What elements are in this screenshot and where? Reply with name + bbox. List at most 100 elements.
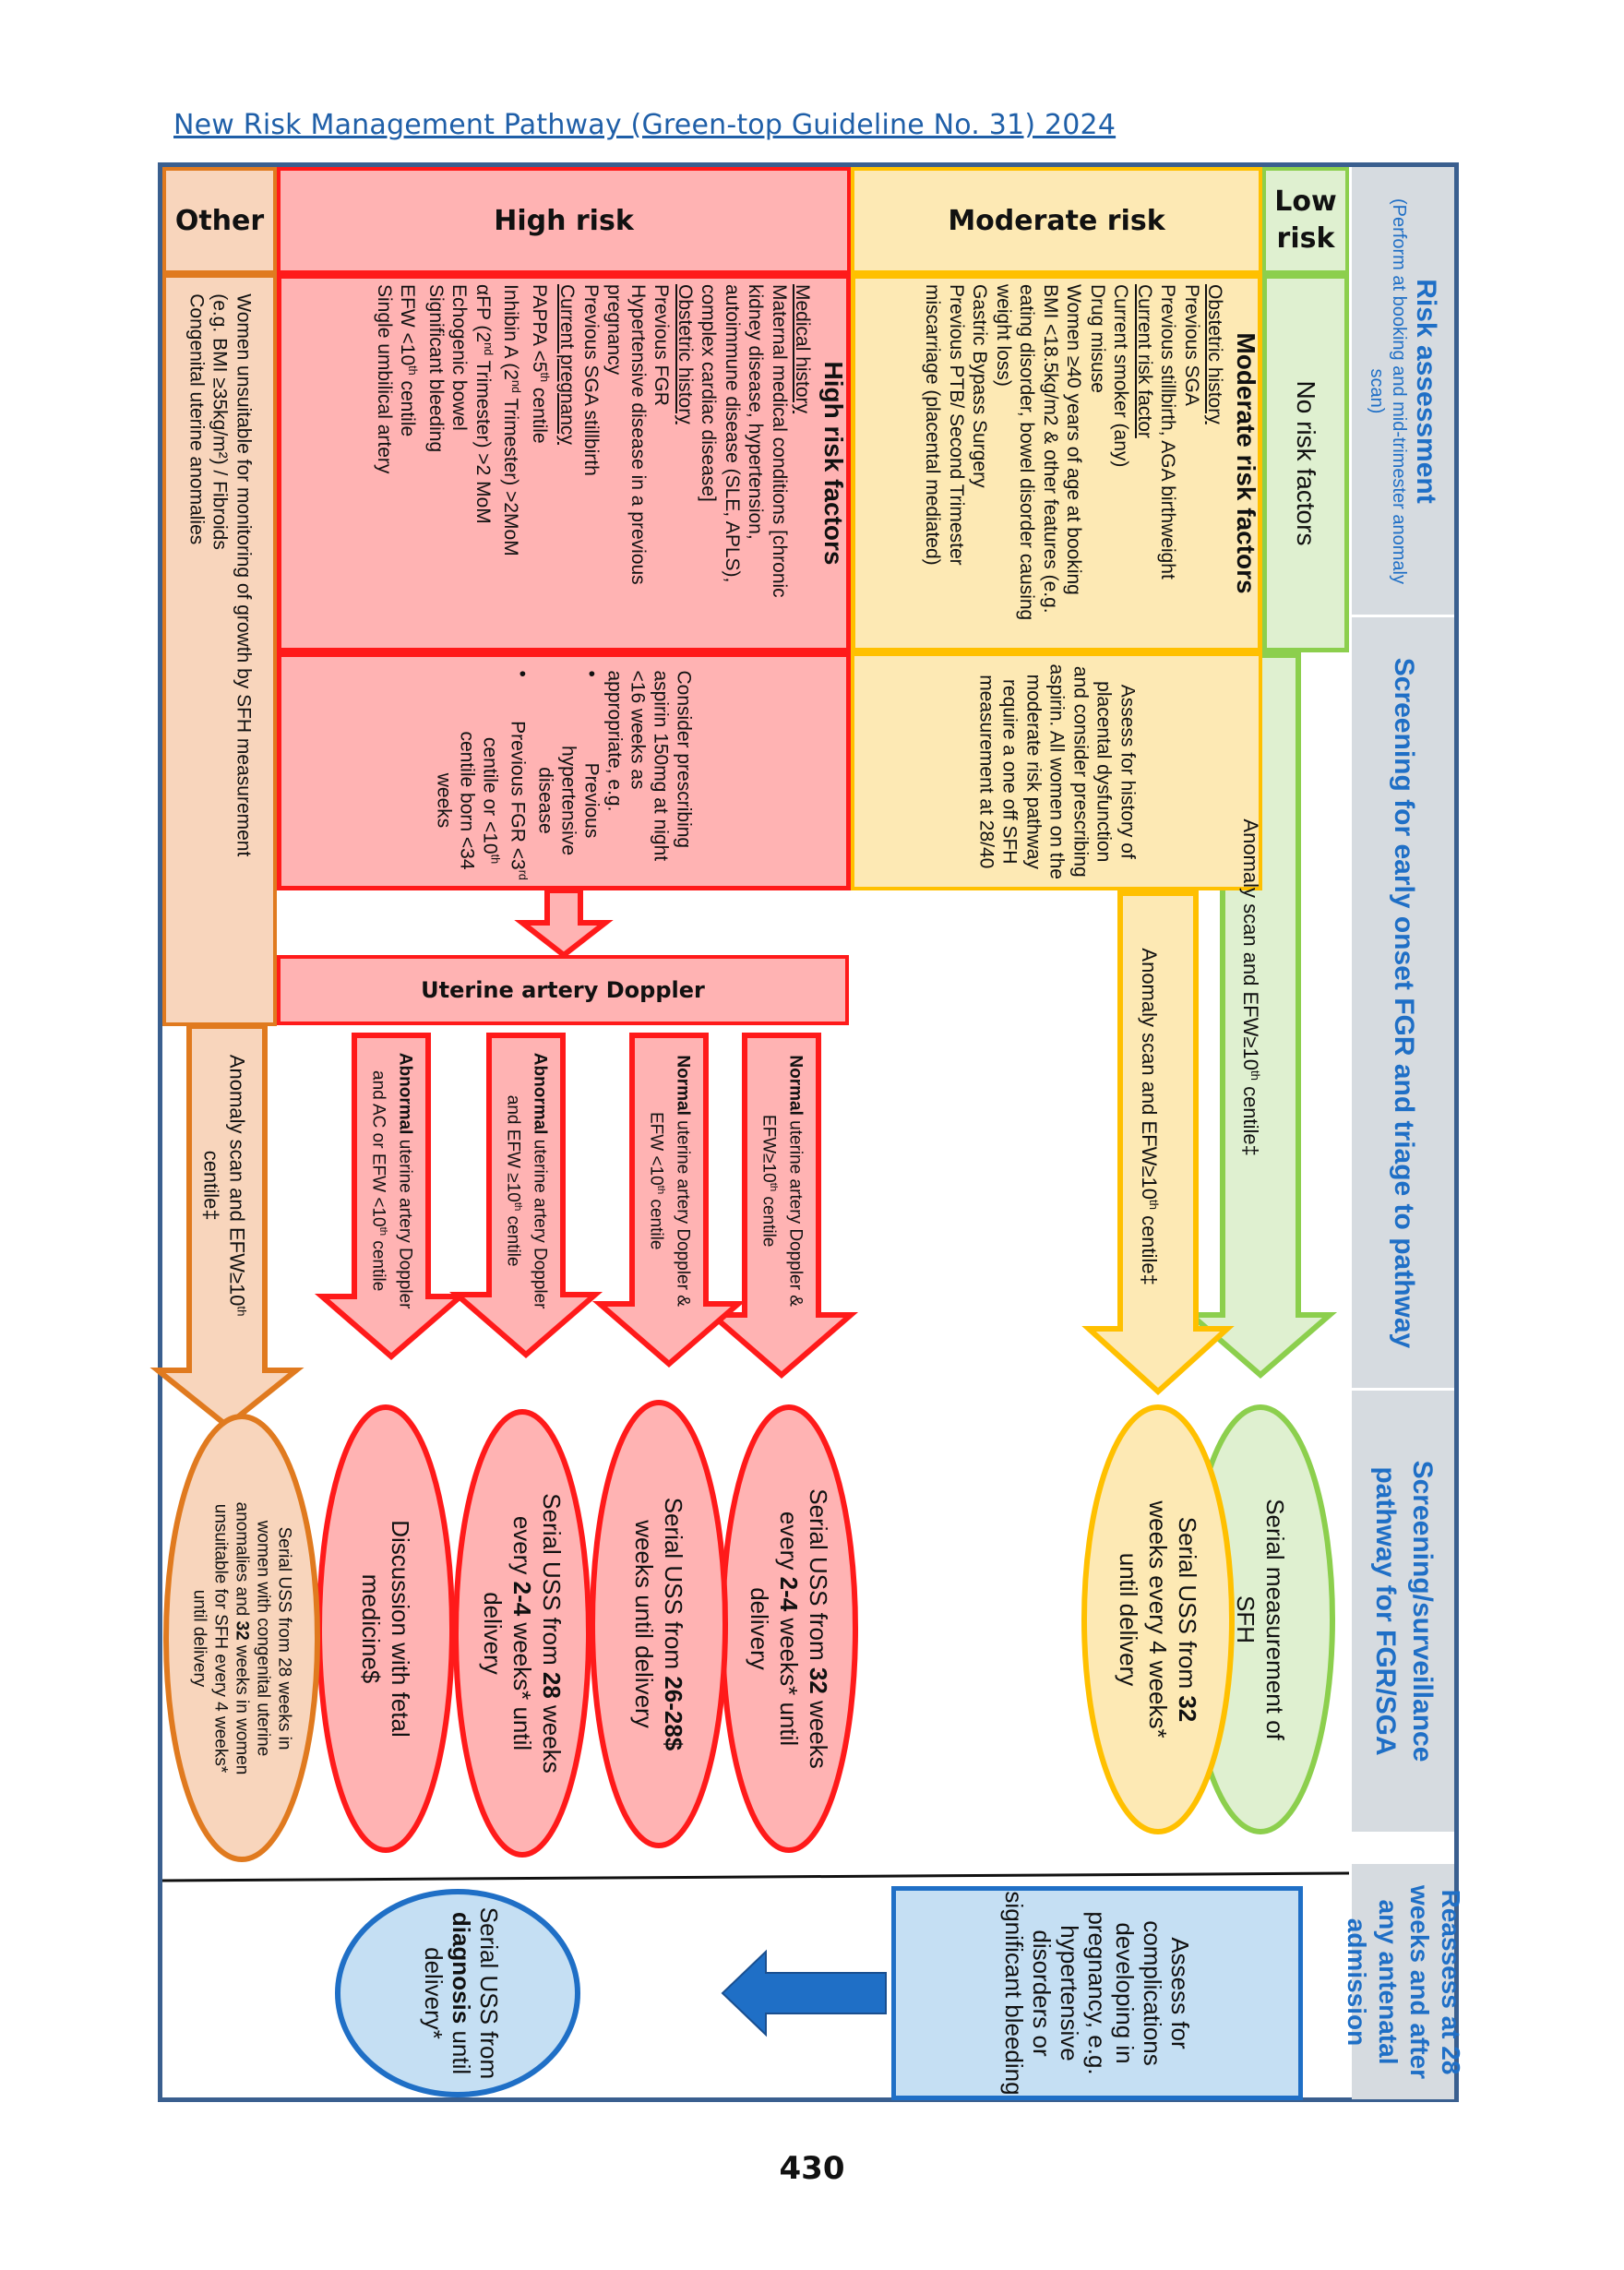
reassess-arrow — [721, 1949, 887, 2037]
screening-triage-title: Screening for early onset FGR and triage… — [1388, 657, 1419, 1348]
doppler-branch-result: Normal — [785, 1055, 806, 1117]
moderate-risk-aspirin-box — [851, 652, 1262, 890]
uterine-artery-doppler-box: Uterine artery Doppler — [277, 955, 849, 1025]
doppler-branch-label: Abnormal uterine artery Doppler and EFW … — [501, 1043, 550, 1320]
high-risk-factor-item: Single umbilical artery — [374, 284, 395, 474]
moderate-risk-factor-item: Gastric Bypass Surgery — [969, 284, 991, 488]
doppler-branch-result: Normal — [673, 1055, 693, 1117]
high-risk-factors-title: High risk factors — [819, 361, 848, 566]
other-factor-item: Congenital uterine anomalies — [185, 293, 208, 545]
other-arrow-label: Anomaly scan and EFW≥10th centile‡ — [199, 1055, 249, 1317]
risk-assessment-title: Risk assessment — [1410, 278, 1441, 504]
doppler-branch-text: Abnormal uterine artery Doppler and AC o… — [350, 1043, 433, 1320]
doppler-branch-result: Abnormal — [395, 1053, 415, 1135]
low-risk-arrow-text: Anomaly scan and EFW≥10th centile‡ — [1209, 664, 1292, 1310]
other-arrow-text: Anomaly scan and EFW≥10th centile‡ — [185, 1033, 268, 1338]
high-risk-factor-item: EFW <10th centile — [397, 284, 420, 437]
high-risk-aspirin-text: Consider prescribing aspirin 150mg at ni… — [277, 652, 851, 890]
reassess-outcome-bold: diagnosis — [448, 1911, 475, 2025]
high-risk-outcome-oval-text: Serial USS from 28 weeks every 2-4 weeks… — [456, 1412, 589, 1855]
other-arrow — [149, 1023, 304, 1429]
high-risk-factor-item: Echogenic bowel — [448, 284, 471, 431]
doppler-branch-arrow — [704, 1033, 859, 1379]
high-risk-outcome-oval-text: Serial USS from 26-28$ weeks until deliv… — [592, 1403, 725, 1846]
high-risk-factor-item: Previous FGR — [651, 284, 673, 406]
high-risk-factor-item: Inhibin A (2nd Trimester) >2MoM — [500, 284, 523, 556]
section-screening-triage-text: Screening for early onset FGR and triage… — [1352, 617, 1454, 1388]
high-risk-outcome-oval-text: Serial USS from 32 weeks every 2-4 weeks… — [722, 1407, 855, 1850]
high-risk-outcome-oval — [453, 1409, 591, 1858]
doppler-branch-label: Normal uterine artery Doppler & EFW <10t… — [644, 1043, 693, 1320]
moderate-aspirin-advice: Assess for history of placental dysfunct… — [975, 663, 1139, 879]
doppler-branch-text: Abnormal uterine artery Doppler and EFW … — [484, 1043, 567, 1320]
reassess-assess-box — [891, 1886, 1303, 2100]
uterine-artery-doppler-label: Uterine artery Doppler — [421, 977, 705, 1003]
moderate-risk-factor-item: Women ≥40 years of age at booking — [1063, 284, 1085, 595]
high-risk-header-label: High risk — [494, 204, 634, 237]
high-risk-to-doppler-arrow — [514, 888, 614, 959]
section-reassess-text: Reassess at 28 weeks and after any anten… — [1343, 1864, 1465, 2099]
high-risk-header: High risk — [277, 167, 851, 274]
aspirin-bullet: •Previous FGR <3rd centile or <10th cent… — [433, 670, 534, 882]
section-screening-triage — [1352, 617, 1454, 1388]
moderate-risk-factors-box — [851, 274, 1262, 652]
bullet-icon: • — [580, 670, 603, 677]
high-risk-outcome-oval-label: Serial USS from 26-28$ weeks until deliv… — [630, 1497, 687, 1751]
page-number: 430 — [779, 2150, 845, 2187]
high-risk-aspirin-box — [277, 652, 851, 890]
moderate-risk-factor-item: Current smoker (any) — [1110, 284, 1132, 468]
low-risk-header-label: Low risk — [1274, 185, 1337, 255]
doppler-branch-text: Normal uterine artery Doppler & EFW <10t… — [627, 1043, 710, 1320]
high-risk-factors-box — [277, 274, 851, 652]
doppler-branch-result: Abnormal — [530, 1053, 550, 1135]
reassess-outcome-label: Serial USS from diagnosis until delivery… — [420, 1906, 503, 2080]
low-risk-outcome-oval-label: Serial measurement of SFH — [1232, 1499, 1289, 1740]
moderate-risk-factor-group-label: Current risk factor — [1134, 284, 1155, 438]
reassess-title: Reassess at 28 weeks and after any anten… — [1342, 1884, 1465, 2079]
low-risk-factors-label: No risk factors — [1292, 380, 1320, 546]
aspirin-advice-text: Consider prescribing aspirin 150mg at ni… — [603, 670, 695, 861]
doppler-branch-arrow — [591, 1033, 746, 1368]
doppler-branch-arrow — [448, 1033, 603, 1358]
doppler-branch-arrow — [314, 1033, 469, 1360]
doppler-branch-text: Normal uterine artery Doppler & EFW≥10th… — [740, 1043, 823, 1320]
aspirin-bullet: •Previous hypertensive disease — [534, 670, 603, 882]
high-risk-outcome-oval-label: Serial USS from 32 weeks every 2-4 weeks… — [746, 1488, 832, 1769]
low-risk-factors-box — [1262, 274, 1349, 652]
section-risk-assessment — [1352, 167, 1454, 615]
moderate-risk-header: Moderate risk — [851, 167, 1262, 274]
section-surveillance — [1352, 1391, 1454, 1832]
other-outcome-oval-text: Serial USS from 28 weeks in women with c… — [166, 1416, 317, 1859]
other-factors-list: Women unsuitable for monitoring of growt… — [185, 281, 256, 1020]
moderate-risk-factor-item: Previous stillbirth, AGA birthweight — [1157, 284, 1179, 579]
high-risk-outcome-oval-text: Discussion with fetal medicine$ — [319, 1407, 452, 1850]
high-risk-factor-group-label: Medical history — [792, 284, 814, 414]
moderate-risk-factors-title: Moderate risk factors — [1232, 332, 1260, 594]
section-reassess — [1352, 1864, 1454, 2099]
page-title[interactable]: New Risk Management Pathway (Green-top G… — [173, 109, 1116, 141]
reassess-divider-line — [161, 1871, 1350, 1882]
high-risk-factor-group-label: Obstetric history — [675, 284, 696, 424]
high-risk-factor-item: Maternal medical conditions [chronic kid… — [698, 284, 791, 598]
moderate-risk-factor-group-label: Obstetric history — [1204, 284, 1226, 424]
high-risk-factor-item: PAPPA <5th centile — [529, 284, 551, 444]
low-risk-factors-text: No risk factors — [1262, 274, 1349, 652]
other-factor-item: (e.g. BMI ≥35kg/m²) / Fibroids — [209, 293, 231, 551]
reassess-outcome-oval — [335, 1889, 580, 2097]
moderate-risk-arrow-text: Anomaly scan and EFW≥10th centile‡ — [1107, 895, 1190, 1338]
high-risk-factor-group-label: Current pregnancy — [556, 284, 579, 445]
other-outcome-oval — [163, 1414, 320, 1862]
doppler-branch-condition: uterine artery Doppler & EFW≥10th centil… — [758, 1115, 806, 1308]
high-risk-factor-item: αFP (2nd Trimester) >2 MoM — [472, 284, 495, 524]
low-risk-header: Low risk — [1262, 167, 1349, 274]
moderate-risk-factor-item: Previous SGA — [1181, 284, 1202, 406]
other-header: Other — [162, 167, 277, 274]
aspirin-bullet-text: Previous FGR <3rd centile or <10th centi… — [433, 720, 530, 880]
risk-assessment-subtitle: (Perform at booking and mid-trimester an… — [1366, 197, 1409, 584]
other-factor-item: Women unsuitable for monitoring of growt… — [233, 293, 255, 857]
